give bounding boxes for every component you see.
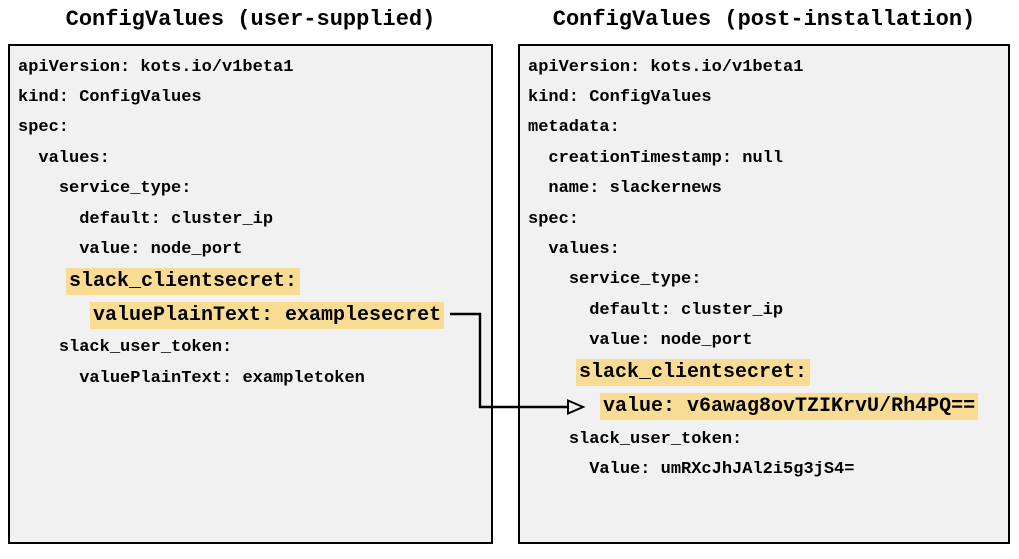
code-text: value: node_port	[589, 331, 753, 351]
code-line: default: cluster_ip	[528, 295, 1008, 325]
code-line: Value: umRXcJhJAl2i5g3jS4=	[528, 454, 1008, 484]
code-line: default: cluster_ip	[18, 204, 491, 234]
highlighted-code-text: valuePlainText: examplesecret	[90, 302, 445, 330]
code-line-highlighted: value: v6awag8ovTZIKrvU/Rh4PQ==	[528, 390, 1008, 424]
code-line: slack_user_token:	[18, 333, 491, 363]
code-line: spec:	[528, 204, 1008, 234]
left-panel: apiVersion: kots.io/v1beta1 kind: Config…	[8, 44, 493, 544]
indent	[18, 338, 59, 357]
code-line: creationTimestamp: null	[528, 143, 1008, 173]
indent	[528, 331, 589, 350]
indent	[528, 179, 548, 198]
indent	[528, 460, 589, 479]
highlighted-code-text: slack_clientsecret:	[66, 268, 301, 296]
code-text: kind: ConfigValues	[528, 88, 712, 108]
code-text: valuePlainText: exampletoken	[79, 368, 365, 388]
code-text: name: slackernews	[548, 179, 722, 199]
highlighted-code-text: value: v6awag8ovTZIKrvU/Rh4PQ==	[600, 393, 979, 421]
code-line: slack_user_token:	[528, 424, 1008, 454]
indent	[528, 395, 600, 418]
indent	[528, 149, 548, 168]
code-text: values:	[38, 148, 110, 168]
indent	[18, 270, 66, 293]
indent	[528, 240, 548, 259]
code-line: kind: ConfigValues	[528, 82, 1008, 112]
code-line: values:	[18, 143, 491, 173]
code-line: service_type:	[528, 265, 1008, 295]
code-text: slack_user_token:	[568, 429, 743, 449]
code-text: Value: umRXcJhJAl2i5g3jS4=	[589, 459, 855, 479]
indent	[18, 179, 59, 198]
indent	[18, 304, 90, 327]
code-text: spec:	[528, 209, 580, 229]
code-text: service_type:	[568, 270, 702, 290]
left-panel-title: ConfigValues (user-supplied)	[65, 7, 436, 32]
code-text: apiVersion: kots.io/v1beta1	[528, 57, 804, 77]
code-text: slack_user_token:	[58, 338, 233, 358]
code-line: spec:	[18, 113, 491, 143]
code-line: apiVersion: kots.io/v1beta1	[528, 52, 1008, 82]
code-line: values:	[528, 234, 1008, 264]
code-line: value: node_port	[18, 234, 491, 264]
code-line: service_type:	[18, 174, 491, 204]
indent	[528, 301, 589, 320]
code-text: kind: ConfigValues	[18, 88, 202, 108]
indent	[18, 210, 79, 229]
code-text: value: node_port	[79, 240, 243, 260]
indent	[18, 149, 38, 168]
code-line-highlighted: slack_clientsecret:	[528, 356, 1008, 390]
code-line: name: slackernews	[528, 174, 1008, 204]
code-line-highlighted: slack_clientsecret:	[18, 265, 491, 299]
code-text: spec:	[18, 118, 70, 138]
code-text: creationTimestamp: null	[548, 148, 784, 168]
indent	[18, 369, 79, 388]
code-text: metadata:	[528, 118, 620, 138]
code-text: service_type:	[58, 179, 192, 199]
indent	[528, 270, 569, 289]
highlighted-code-text: slack_clientsecret:	[576, 359, 811, 387]
code-line: valuePlainText: exampletoken	[18, 363, 491, 393]
code-line: kind: ConfigValues	[18, 82, 491, 112]
right-panel: apiVersion: kots.io/v1beta1 kind: Config…	[518, 44, 1010, 544]
indent	[528, 361, 576, 384]
code-line: apiVersion: kots.io/v1beta1	[18, 52, 491, 82]
code-line: value: node_port	[528, 326, 1008, 356]
indent	[528, 430, 569, 449]
code-text: default: cluster_ip	[79, 209, 274, 229]
code-text: apiVersion: kots.io/v1beta1	[18, 57, 294, 77]
code-line-highlighted: valuePlainText: examplesecret	[18, 299, 491, 333]
right-panel-title: ConfigValues (post-installation)	[552, 7, 976, 32]
indent	[18, 240, 79, 259]
code-text: values:	[548, 240, 620, 260]
code-text: default: cluster_ip	[589, 300, 784, 320]
code-line: metadata:	[528, 113, 1008, 143]
